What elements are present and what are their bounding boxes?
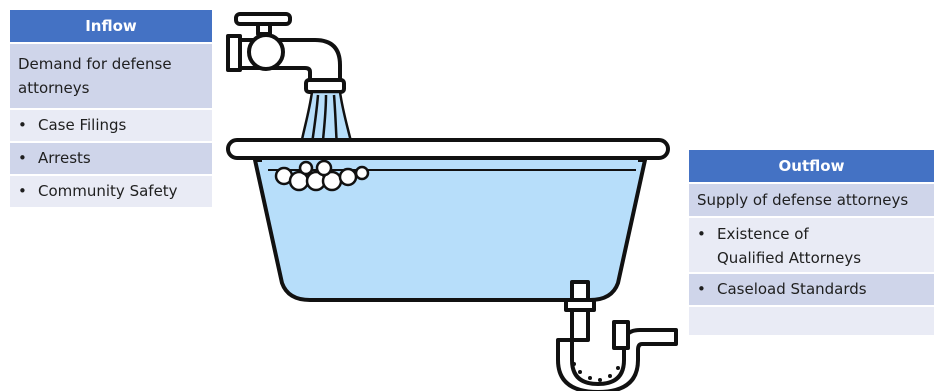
bullet-icon: • <box>18 176 38 207</box>
inflow-item-label: Arrests <box>38 143 91 174</box>
outflow-item: • Existence of Qualified Attorneys <box>689 216 934 272</box>
outflow-title: Outflow <box>689 150 934 182</box>
drain-pipe-icon <box>558 282 676 391</box>
inflow-table: Inflow Demand for defense attorneys • Ca… <box>10 10 212 207</box>
inflow-item-label: Case Filings <box>38 110 126 141</box>
bullet-icon: • <box>18 143 38 174</box>
bathtub-rim <box>228 140 668 158</box>
inflow-item: • Case Filings <box>10 108 212 141</box>
outflow-empty-row <box>689 305 934 335</box>
bullet-icon: • <box>18 110 38 141</box>
inflow-item-label: Community Safety <box>38 176 178 207</box>
faucet-icon <box>228 14 344 92</box>
outflow-description: Supply of defense attorneys <box>689 182 934 216</box>
bullet-icon: • <box>697 274 717 305</box>
outflow-item: • Caseload Standards <box>689 272 934 305</box>
outflow-item-label: Existence of Qualified Attorneys <box>717 222 877 270</box>
inflow-item: • Community Safety <box>10 174 212 207</box>
bullet-icon: • <box>697 222 717 246</box>
inflow-description: Demand for defense attorneys <box>10 42 212 108</box>
outflow-table: Outflow Supply of defense attorneys • Ex… <box>689 150 934 335</box>
inflow-title: Inflow <box>10 10 212 42</box>
inflow-item: • Arrests <box>10 141 212 174</box>
outflow-item-label: Caseload Standards <box>717 274 867 305</box>
